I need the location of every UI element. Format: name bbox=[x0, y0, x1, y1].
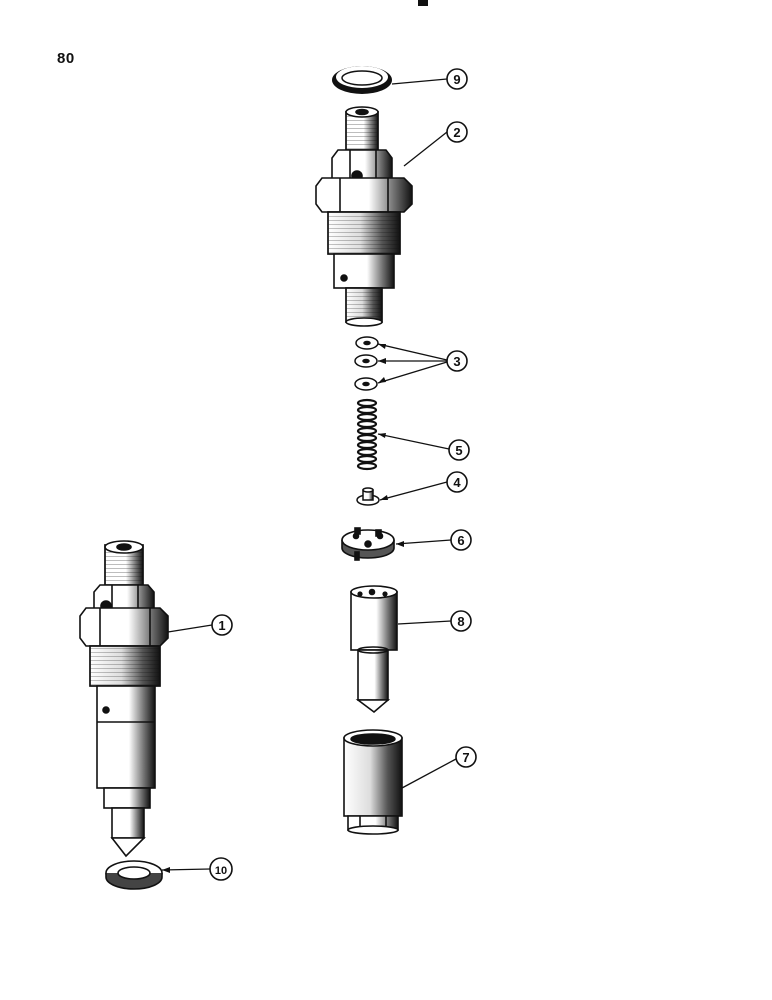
callout-label: 4 bbox=[453, 475, 461, 490]
leader-line bbox=[167, 624, 213, 633]
callout-label: 8 bbox=[457, 614, 464, 629]
callout-5: 5 bbox=[377, 433, 470, 461]
callout-circle bbox=[446, 471, 468, 493]
leader-line bbox=[391, 78, 448, 85]
sealing-ring-drawing bbox=[332, 66, 392, 94]
callout-label: 7 bbox=[462, 750, 469, 765]
callout-label: 9 bbox=[453, 72, 460, 87]
callout-10: 10 bbox=[161, 857, 233, 881]
leader-line bbox=[377, 361, 448, 384]
callout-3: 3 bbox=[377, 343, 468, 384]
callout-label: 3 bbox=[453, 354, 460, 369]
injector-assembly-drawing bbox=[79, 540, 169, 858]
callout-label: 6 bbox=[457, 533, 464, 548]
spring-seat-drawing bbox=[356, 487, 380, 506]
shim-washers-drawing bbox=[354, 336, 379, 391]
callout-8: 8 bbox=[397, 610, 472, 632]
nozzle-drawing bbox=[350, 585, 398, 714]
leader-line bbox=[401, 758, 457, 789]
callout-circle bbox=[450, 610, 472, 632]
callout-circle bbox=[209, 857, 233, 881]
callout-6: 6 bbox=[395, 529, 472, 551]
callout-2: 2 bbox=[403, 121, 468, 167]
callout-4: 4 bbox=[379, 471, 468, 501]
callout-circle bbox=[450, 529, 472, 551]
leader-line bbox=[377, 343, 448, 361]
callout-circle bbox=[455, 746, 477, 768]
leader-line bbox=[395, 539, 452, 545]
holder-body-drawing bbox=[315, 106, 413, 327]
callout-circle bbox=[448, 439, 470, 461]
leader-line bbox=[377, 433, 450, 450]
page-number: 80 bbox=[57, 50, 75, 67]
leader-line bbox=[403, 131, 448, 167]
sealing-washer-drawing bbox=[105, 860, 163, 890]
callout-circle bbox=[446, 68, 468, 90]
callout-circle bbox=[446, 121, 468, 143]
pressure-spring-drawing bbox=[356, 398, 378, 471]
page-header-fragment bbox=[418, 0, 428, 6]
callout-label: 10 bbox=[215, 865, 227, 877]
intermediate-plate-drawing bbox=[341, 527, 395, 561]
callout-circle bbox=[211, 614, 233, 636]
leader-line bbox=[379, 481, 448, 501]
callout-label: 2 bbox=[453, 125, 460, 140]
callout-label: 1 bbox=[218, 618, 225, 633]
retaining-nut-drawing bbox=[343, 729, 403, 835]
callout-circle bbox=[446, 350, 468, 372]
leader-line bbox=[397, 620, 452, 625]
callout-label: 5 bbox=[455, 443, 462, 458]
callout-1: 1 bbox=[167, 614, 233, 636]
callout-7: 7 bbox=[401, 746, 477, 789]
callout-9: 9 bbox=[391, 68, 468, 90]
